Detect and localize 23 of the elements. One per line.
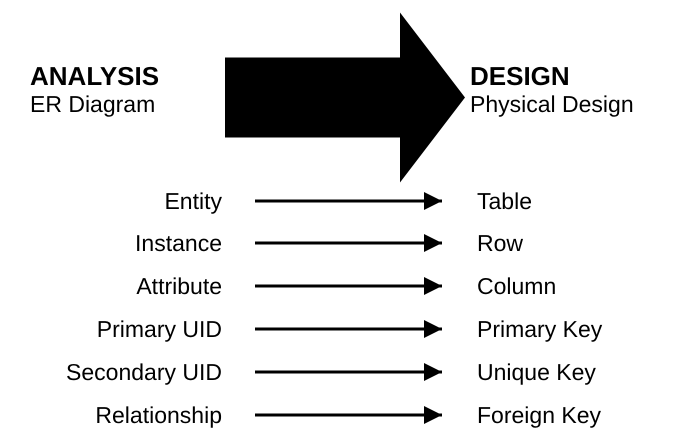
label-text: Entity xyxy=(163,188,222,214)
label-text: Primary UID xyxy=(96,316,222,342)
arrow xyxy=(255,192,442,210)
arrow xyxy=(255,363,442,381)
label-text: Secondary UID xyxy=(65,359,222,385)
arrow xyxy=(255,320,442,338)
label-text: Row xyxy=(477,230,524,256)
label-text: Foreign Key xyxy=(477,402,602,428)
arrow xyxy=(255,277,442,295)
label-text: Unique Key xyxy=(477,359,597,385)
label-text: Relationship xyxy=(94,402,222,428)
heading-text: ANALYSIS xyxy=(30,61,160,91)
heading-text: DESIGN xyxy=(470,61,571,91)
label-text: ER Diagram xyxy=(30,91,156,117)
label-text: Attribute xyxy=(135,273,222,299)
label-text: Table xyxy=(477,188,533,214)
label-text: Instance xyxy=(134,230,222,256)
label-text: Physical Design xyxy=(470,91,635,117)
label-text: Column xyxy=(477,273,558,299)
arrow xyxy=(255,406,442,424)
arrow xyxy=(255,234,442,252)
big-arrow xyxy=(225,12,465,182)
label-text: Primary Key xyxy=(477,316,604,342)
